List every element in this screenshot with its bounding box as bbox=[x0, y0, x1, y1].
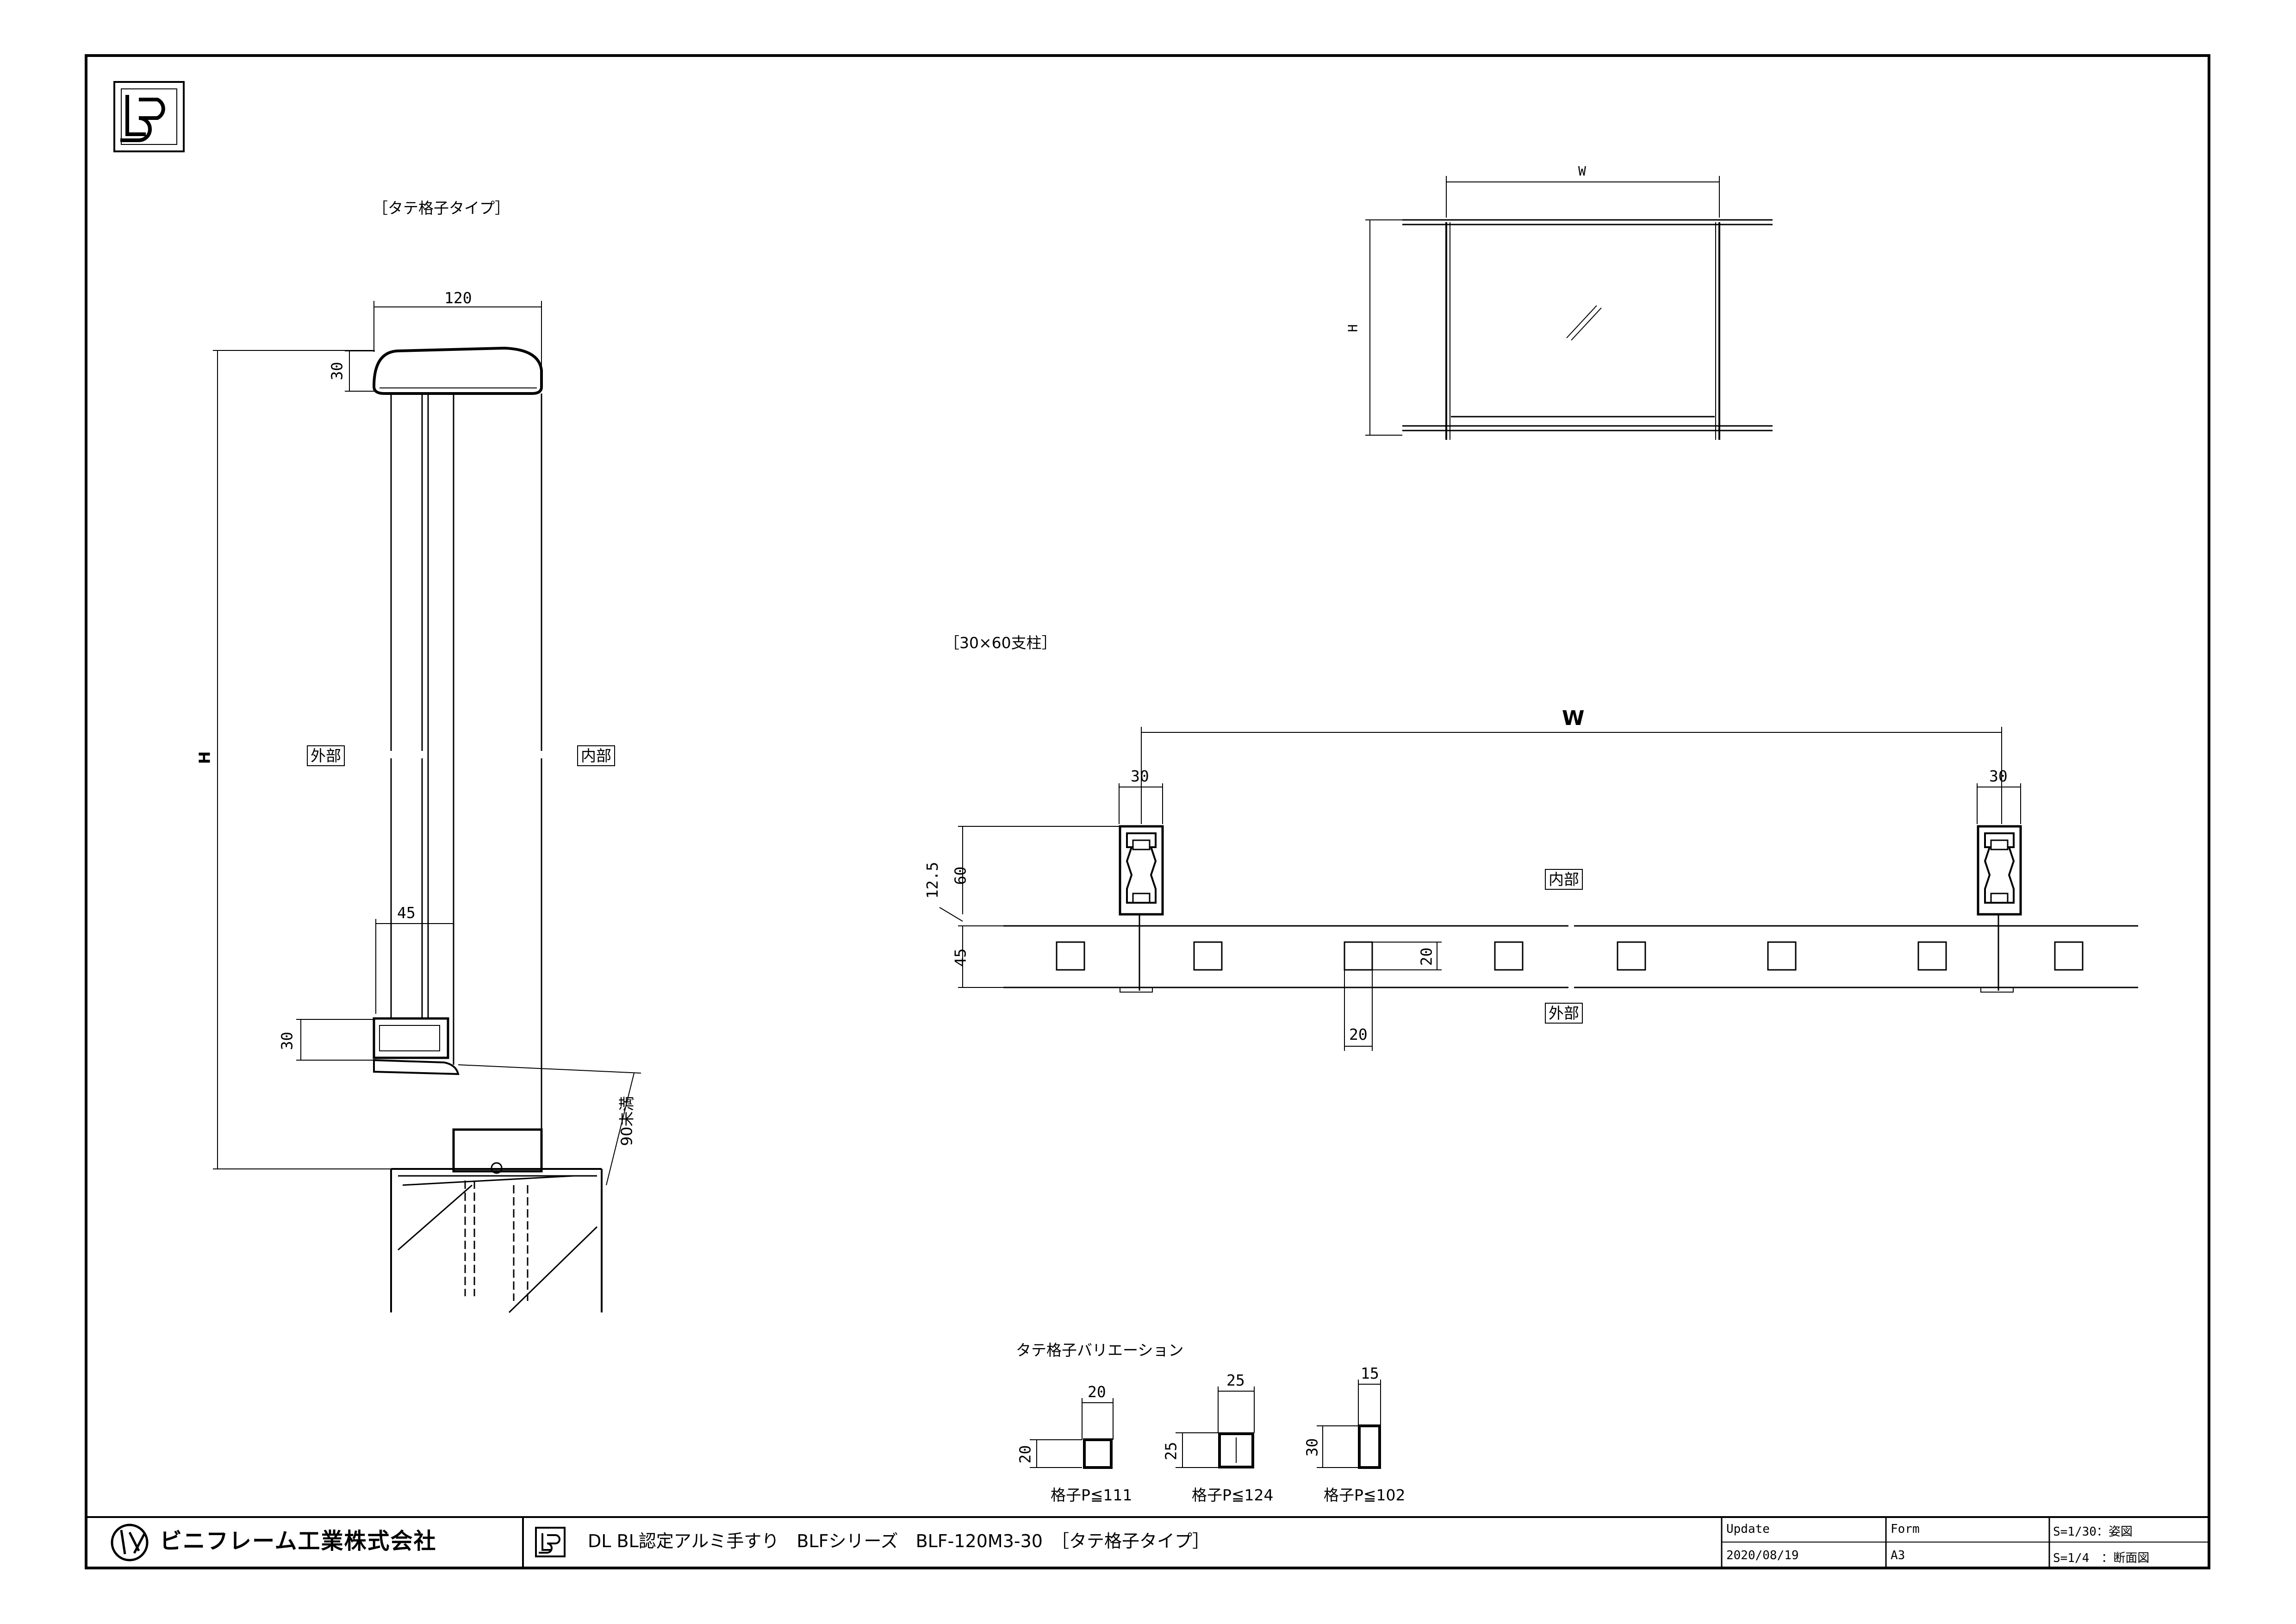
post-section-right bbox=[1977, 825, 2022, 916]
variation-1-caption: 格子P≦111 bbox=[1051, 1486, 1132, 1504]
variation-1-height: 20 bbox=[1016, 1445, 1034, 1464]
plan-dim-w: W bbox=[1562, 706, 1585, 730]
elevation-title: ［タテ格子タイプ］ bbox=[373, 199, 510, 217]
update-value: 2020/08/19 bbox=[1726, 1549, 1799, 1562]
drawing-frame bbox=[85, 54, 2210, 1569]
plan-dim-depth: 60 bbox=[951, 866, 970, 885]
drain-gap-label: 90未満 bbox=[617, 1096, 636, 1146]
variation-3-caption: 格子P≦102 bbox=[1324, 1486, 1406, 1504]
plan-dim-bar-height: 20 bbox=[1417, 947, 1436, 966]
variation-title: タテ格子バリエーション bbox=[1016, 1341, 1184, 1359]
dim-cap-height: 30 bbox=[328, 362, 346, 381]
variation-1-width: 20 bbox=[1088, 1383, 1106, 1401]
variation-3 bbox=[1317, 1380, 1381, 1469]
dim-lower-rail-height: 30 bbox=[278, 1031, 296, 1050]
dim-top-width: 120 bbox=[444, 289, 472, 307]
small-dim-w: W bbox=[1578, 163, 1586, 179]
variation-2 bbox=[1176, 1387, 1255, 1468]
small-dim-h: H bbox=[1345, 324, 1361, 332]
company-logo-icon bbox=[111, 1524, 149, 1562]
dim-height-h: H bbox=[195, 751, 214, 764]
plan-dim-post-right: 30 bbox=[1989, 767, 2008, 785]
plan-dim-offset: 12.5 bbox=[923, 862, 942, 899]
variation-2-width: 25 bbox=[1226, 1371, 1245, 1389]
plan-dim-bar-width: 20 bbox=[1349, 1025, 1368, 1043]
plan-outside-label: 外部 bbox=[1545, 1003, 1583, 1024]
variation-1 bbox=[1030, 1398, 1114, 1469]
plan-dim-rail-depth: 45 bbox=[951, 948, 970, 967]
post-section-left bbox=[1119, 825, 1164, 916]
drawing-title: DL BL認定アルミ手すり BLFシリーズ BLF-120M3-30 ［タテ格子… bbox=[588, 1531, 1210, 1551]
lb-logo-icon bbox=[113, 81, 185, 152]
variation-2-caption: 格子P≦124 bbox=[1192, 1486, 1274, 1504]
scale-section: S=1/4 ：断面図 bbox=[2053, 1551, 2150, 1565]
lb-small-logo-icon bbox=[535, 1527, 566, 1557]
form-value: A3 bbox=[1891, 1549, 1905, 1562]
variation-3-width: 15 bbox=[1361, 1364, 1379, 1382]
scale-elevation: S=1/30：姿図 bbox=[2053, 1525, 2133, 1539]
plan-dim-post-left: 30 bbox=[1131, 767, 1149, 785]
outside-label: 外部 bbox=[307, 745, 345, 766]
dim-lower-rail-width: 45 bbox=[397, 904, 416, 922]
company-name: ビニフレーム工業株式会社 bbox=[160, 1528, 437, 1554]
variation-3-height: 30 bbox=[1303, 1438, 1321, 1457]
variation-2-height: 25 bbox=[1162, 1442, 1180, 1461]
update-label: Update bbox=[1726, 1522, 1770, 1536]
form-label: Form bbox=[1891, 1522, 1920, 1536]
plan-inside-label: 内部 bbox=[1545, 869, 1583, 890]
inside-label: 内部 bbox=[577, 745, 615, 766]
plan-title: ［30×60支柱］ bbox=[944, 634, 1057, 652]
